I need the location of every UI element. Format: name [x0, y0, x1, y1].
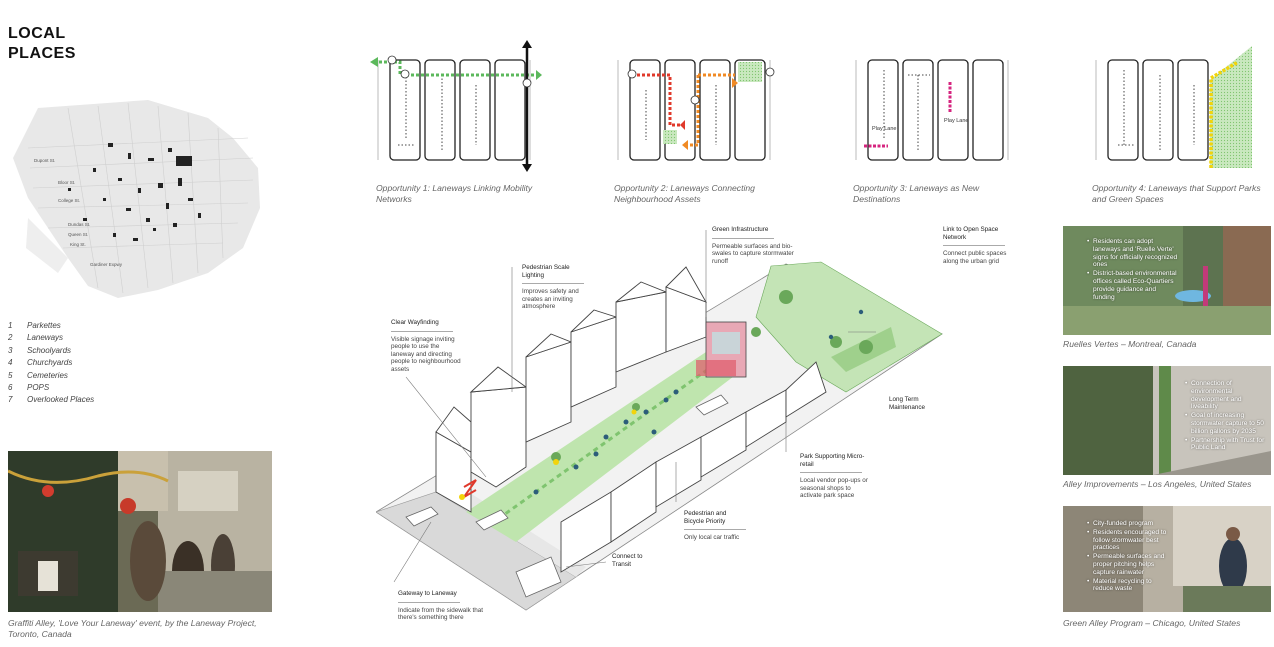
houses-right-row [560, 361, 827, 573]
title-line-2: PLACES [8, 45, 76, 62]
houses-left-row [435, 266, 708, 513]
annotation-pedestrian-lighting: Pedestrian Scale Lighting Improves safet… [522, 264, 592, 311]
graffiti-alley-caption: Graffiti Alley, 'Love Your Laneway' even… [8, 618, 257, 639]
opportunity-3-caption: Opportunity 3: Laneways as New Destinati… [853, 183, 980, 204]
green-alley-photo: City-funded program Residents encouraged… [1063, 506, 1271, 612]
page-title: LOCAL PLACES [8, 24, 76, 64]
people [533, 309, 864, 495]
bullet: Goal of increasing stormwater capture to… [1185, 412, 1269, 435]
opportunity-2-caption: Opportunity 2: Laneways Connecting Neigh… [614, 183, 755, 204]
opportunity-3-diagram: Play Lane Play Lane [855, 59, 1009, 161]
green-alley-bullets: City-funded program Residents encouraged… [1087, 520, 1173, 594]
map-label: King St. [70, 242, 86, 247]
map-label: College St. [58, 198, 80, 203]
map-label: Dundas St. [68, 222, 90, 227]
cars [405, 394, 729, 598]
map-label: Dupont St. [34, 158, 55, 163]
ruelles-vertes-caption: Ruelles Vertes – Montreal, Canada [1063, 339, 1197, 349]
map-land [13, 100, 260, 298]
play-lane-label-a: Play Lane [872, 126, 896, 132]
map-label: Gardiner Expwy [90, 262, 123, 267]
annotation-link-open-space: Link to Open Space Network Connect publi… [943, 226, 1007, 265]
opportunity-diagrams: Play Lane Play Lane [370, 40, 1252, 172]
bullet: Permeable surfaces and proper pitching h… [1087, 553, 1173, 576]
ruelles-vertes-photo: Residents can adopt laneways and 'Ruelle… [1063, 226, 1271, 335]
opportunity-1-caption: Opportunity 1: Laneways Linking Mobility… [376, 183, 533, 204]
annotation-gateway: Gateway to Laneway Indicate from the sid… [398, 590, 484, 622]
bullet: Material recycling to reduce waste [1087, 578, 1173, 594]
trees [551, 290, 873, 462]
laneway-axonometric [376, 230, 943, 611]
opportunity-4-diagram [1095, 46, 1252, 168]
alley-improvements-caption: Alley Improvements – Los Angeles, United… [1063, 479, 1252, 489]
ruelles-vertes-bullets: Residents can adopt laneways and 'Ruelle… [1087, 238, 1179, 302]
annotation-connect-transit: Connect to Transit [612, 553, 643, 568]
bullet: Connection of environmental development … [1185, 380, 1269, 411]
map-street-labels: Dupont St. Bloor St. College St. Dundas … [34, 158, 123, 267]
bullet: Partnership with Trust for Public Land [1185, 437, 1269, 453]
alley-improvements-photo: Connection of environmental development … [1063, 366, 1271, 475]
title-line-1: LOCAL [8, 25, 66, 42]
opportunity-1-diagram [370, 40, 542, 172]
opportunity-4-caption: Opportunity 4: Laneways that Support Par… [1092, 183, 1261, 204]
map-streets [27, 102, 254, 294]
bullet: City-funded program [1087, 520, 1173, 528]
alley-improvements-bullets: Connection of environmental development … [1185, 380, 1269, 453]
map-places [68, 143, 201, 241]
annotation-green-infrastructure: Green Infrastructure Permeable surfaces … [712, 226, 794, 265]
graffiti-alley-photo [8, 451, 272, 612]
annotation-pedestrian-bicycle: Pedestrian and Bicycle Priority Only loc… [684, 510, 746, 542]
bullet: District-based environmental offices cal… [1087, 270, 1179, 301]
bullet: Residents encouraged to follow stormwate… [1087, 529, 1173, 552]
toronto-map: Dupont St. Bloor St. College St. Dundas … [13, 100, 260, 298]
annotation-park-micro-retail: Park Supporting Micro-retail Local vendo… [800, 453, 868, 500]
annotation-long-term-maintenance: Long Term Maintenance [889, 396, 926, 411]
bullet: Residents can adopt laneways and 'Ruelle… [1087, 238, 1179, 269]
map-label: Queen St. [68, 232, 88, 237]
annotation-clear-wayfinding: Clear Wayfinding Visible signage invitin… [391, 319, 461, 373]
map-label: Bloor St. [58, 180, 75, 185]
play-lane-label-b: Play Lane [944, 118, 968, 124]
annotation-leaders [393, 230, 876, 583]
green-alley-caption: Green Alley Program – Chicago, United St… [1063, 618, 1241, 628]
opportunity-2-diagram [617, 59, 775, 161]
